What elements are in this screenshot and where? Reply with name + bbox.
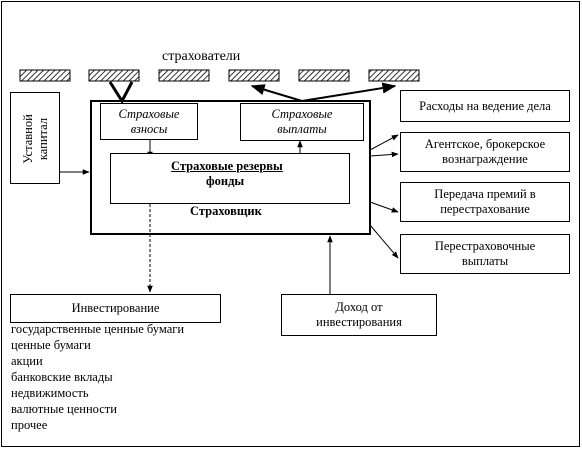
- outflow-arrow: [369, 151, 399, 158]
- premiums-label: Страховые взносы: [118, 106, 180, 136]
- investment-income-label: Доход от инвестирования: [316, 300, 402, 329]
- policyholder-bar: [88, 69, 140, 82]
- outflow-box-reinsurance-payouts: Перестраховочные выплаты: [400, 234, 570, 274]
- payouts-box: Страховые выплаты: [240, 103, 364, 141]
- outflow-label: Агентское, брокерское вознаграждение: [424, 137, 546, 166]
- insurer-box: [90, 100, 371, 235]
- policyholder-bar: [158, 69, 210, 82]
- payouts-label: Страховые выплаты: [271, 107, 333, 136]
- payout-arrow: [301, 82, 397, 102]
- policyholder-bars: [19, 69, 420, 82]
- outflow-label: Расходы на ведение дела: [419, 98, 551, 113]
- reserves-title: Страховые резервы: [171, 159, 283, 173]
- policyholder-bar: [19, 69, 71, 82]
- outflow-box-reinsurance-premiums: Передача премий в перестрахование: [400, 182, 570, 222]
- policyholder-bar: [368, 69, 420, 82]
- outflow-arrow: [369, 201, 399, 213]
- payout-arrow: [250, 84, 303, 102]
- investment-item: валютные ценности: [11, 402, 117, 416]
- outflow-arrow: [369, 134, 399, 151]
- policyholders-label: страхователи: [162, 49, 241, 64]
- investment-box: Инвестирование: [10, 294, 221, 323]
- reserves-subtitle: фонды: [206, 174, 245, 188]
- charter-capital-box: Уставной капитал: [10, 92, 60, 184]
- investment-item: государственные ценные бумаги: [11, 322, 185, 336]
- policyholder-bar: [298, 69, 350, 82]
- reserves-box: Страховые резервы фонды: [110, 153, 350, 204]
- investment-item: недвижимость: [11, 386, 89, 400]
- insurer-label: Страховщик: [190, 204, 262, 218]
- investment-item: ценные бумаги: [11, 338, 91, 352]
- outflow-box-expenses: Расходы на ведение дела: [400, 90, 570, 122]
- investment-item: банковские вклады: [11, 370, 113, 384]
- outflow-label: Перестраховочные выплаты: [434, 239, 536, 268]
- outflow-box-commission: Агентское, брокерское вознаграждение: [400, 132, 570, 172]
- investment-item: акции: [11, 354, 43, 368]
- charter-capital-label: Уставной капитал: [21, 114, 50, 164]
- premiums-box: Страховые взносы: [100, 103, 198, 140]
- investment-title: Инвестирование: [71, 301, 160, 315]
- investment-item: прочее: [11, 418, 48, 432]
- outflow-label: Передача премий в перестрахование: [434, 187, 536, 216]
- premium-inflow-arrow: [108, 81, 134, 104]
- investment-income-box: Доход от инвестирования: [281, 294, 437, 336]
- outflow-arrow: [369, 224, 399, 259]
- policyholder-bar: [228, 69, 280, 82]
